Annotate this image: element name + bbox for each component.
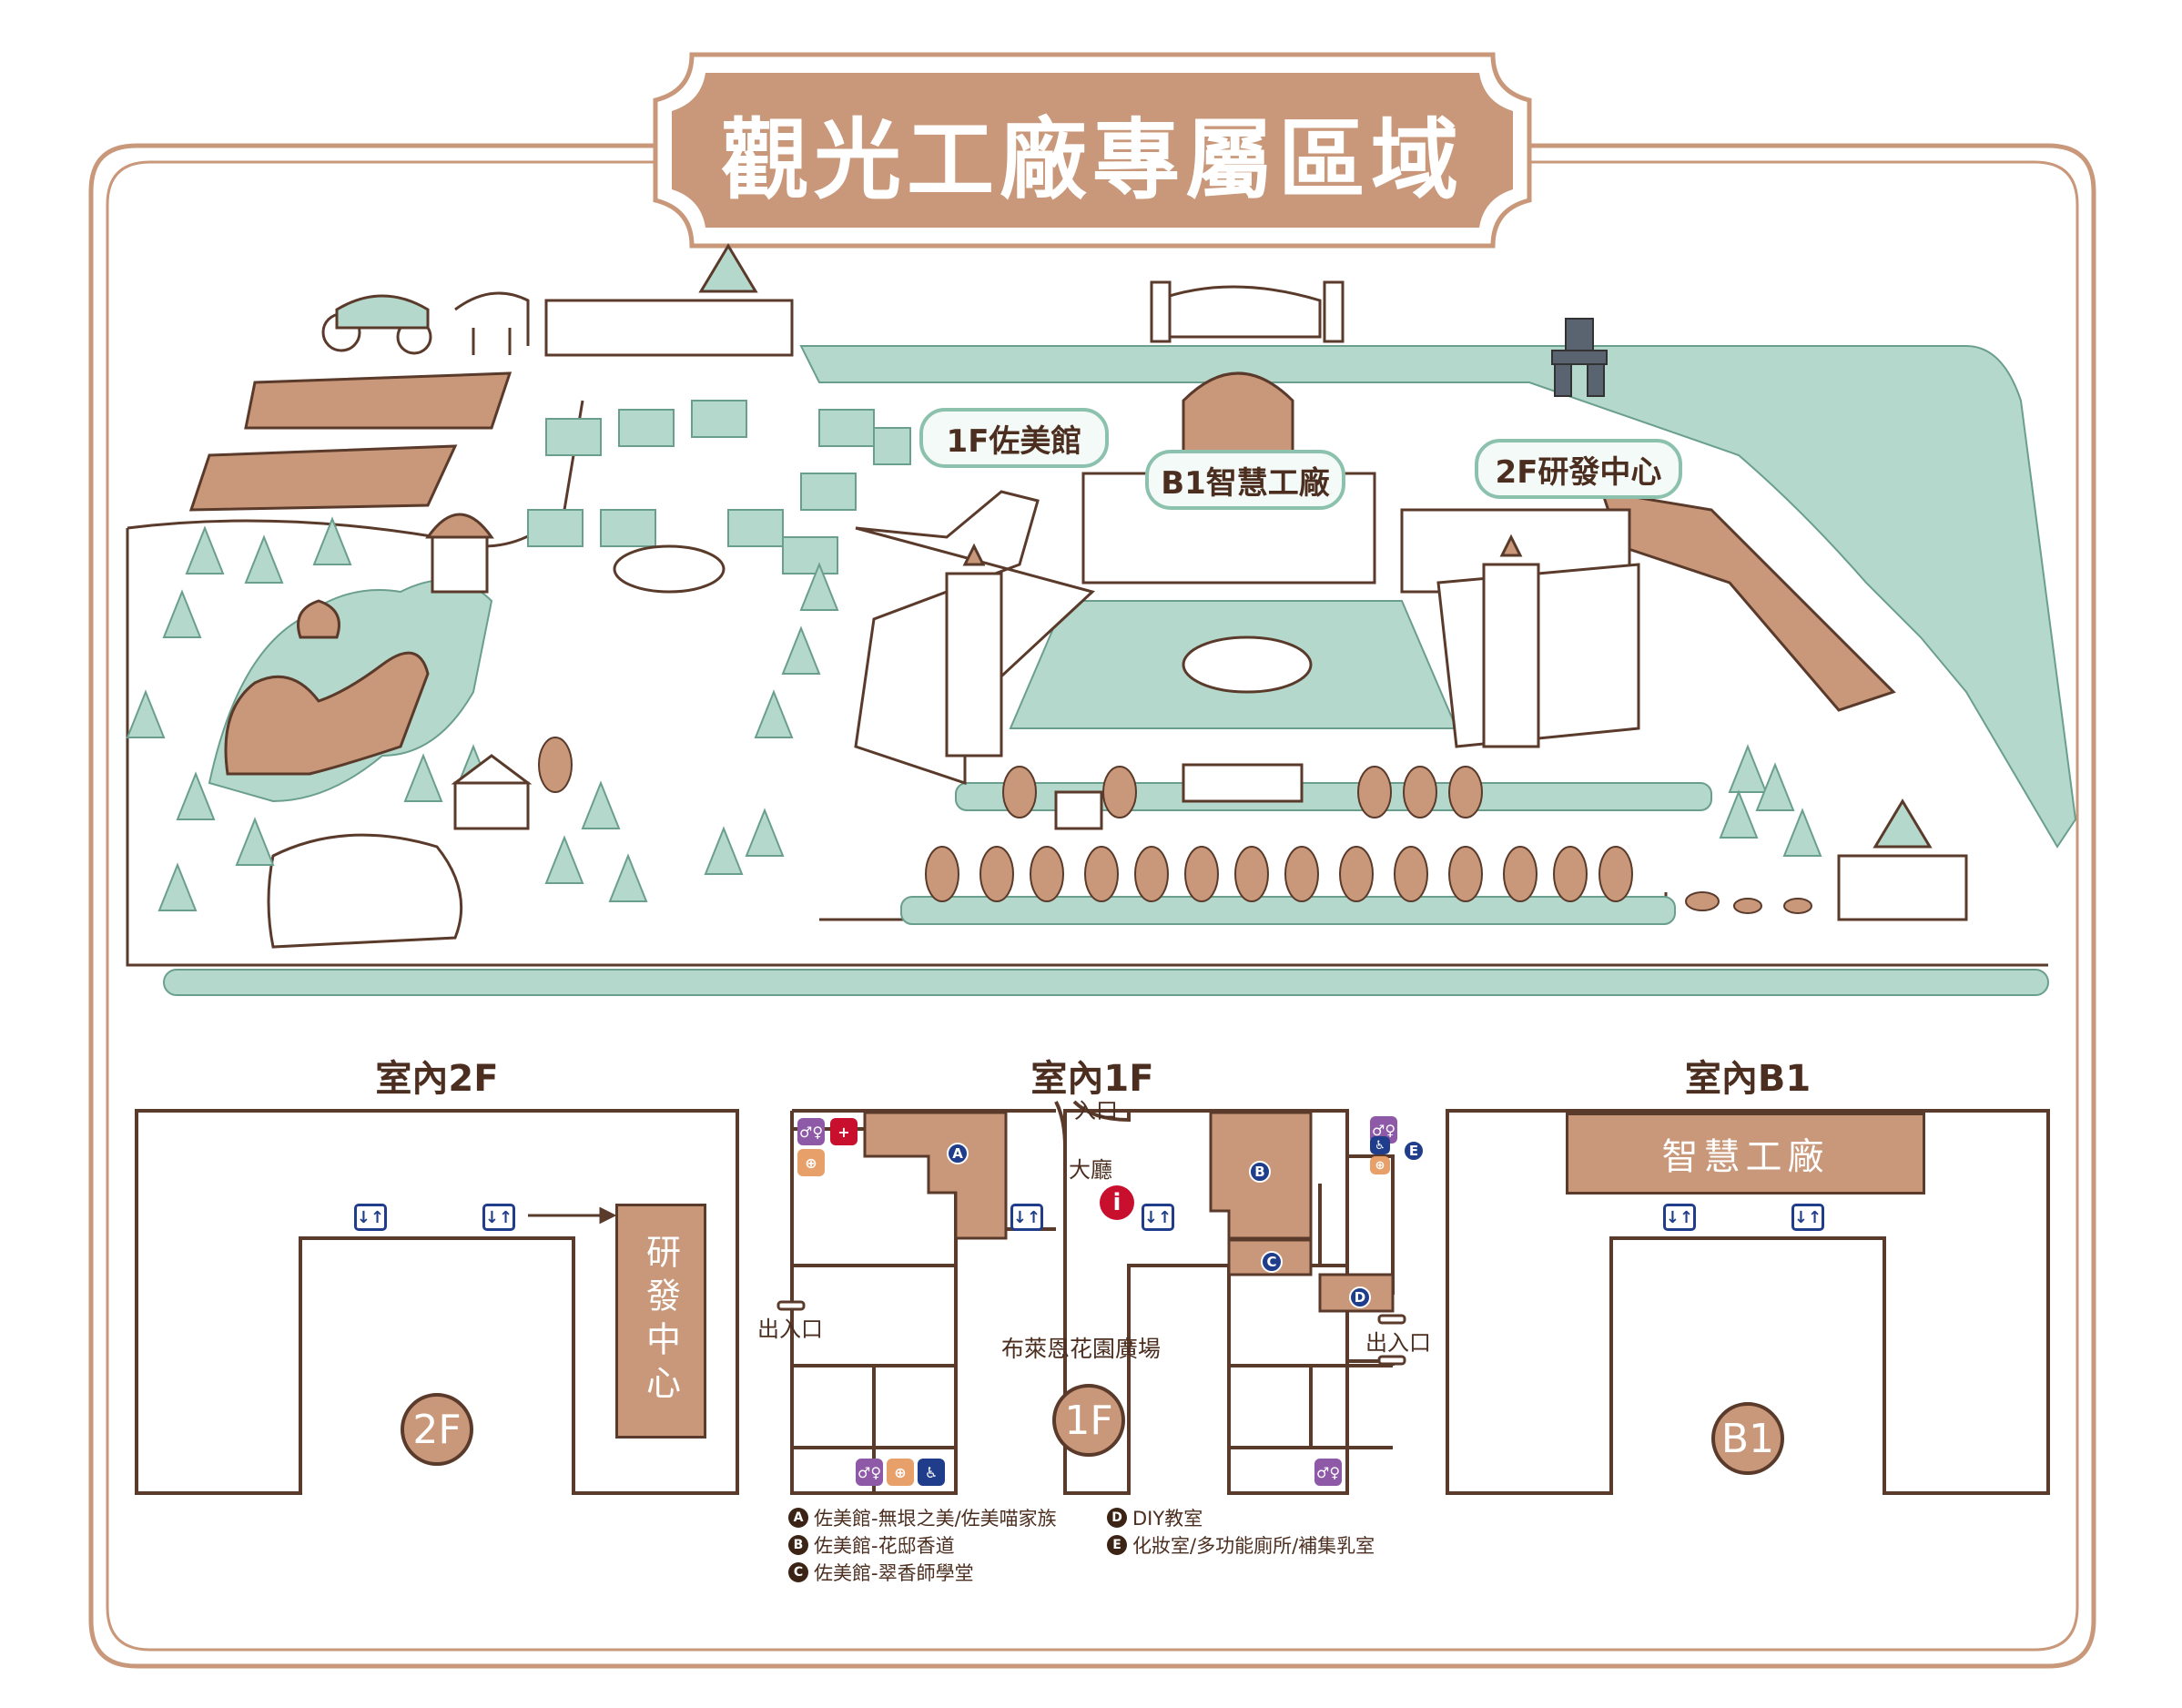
- floor-2f-title: 室內2F: [375, 1058, 499, 1100]
- marker-a[interactable]: A: [947, 1143, 969, 1164]
- decorative-frame: [88, 143, 2096, 1669]
- elevator-icon: ↓↑: [1142, 1204, 1174, 1231]
- room-rd-center[interactable]: 研發中心: [615, 1204, 706, 1439]
- title-plaque: [653, 52, 1532, 249]
- exit-left-label: 出入口: [757, 1317, 823, 1342]
- restroom-icon: ♂♀: [1370, 1116, 1397, 1144]
- legend-key: B: [788, 1535, 808, 1555]
- accessible-icon: ♿: [1370, 1136, 1390, 1154]
- hall-label: 大廳: [1069, 1157, 1112, 1183]
- callout-b1-smart-factory[interactable]: B1智慧工廠: [1145, 450, 1345, 510]
- legend-key: C: [788, 1562, 808, 1582]
- round-trees: [538, 737, 1633, 902]
- marker-b[interactable]: B: [1249, 1161, 1271, 1183]
- info-icon[interactable]: i: [1100, 1185, 1134, 1220]
- accessible-icon: ♿: [918, 1459, 945, 1486]
- floor-badge-b1: B1: [1711, 1402, 1784, 1475]
- lawns: [188, 371, 1896, 776]
- first-aid-icon: +: [830, 1118, 858, 1145]
- fountains: [613, 544, 1313, 694]
- marker-c[interactable]: C: [1261, 1251, 1283, 1273]
- nursing-room-icon: ⊕: [887, 1459, 914, 1486]
- small-buildings: [425, 243, 1968, 921]
- nursing-room-icon: ⊕: [1370, 1156, 1390, 1174]
- callout-2f-rd-center[interactable]: 2F研發中心: [1475, 439, 1682, 499]
- room-smart-factory[interactable]: 智慧工廠: [1566, 1113, 1925, 1195]
- elevator-icon: ↓↑: [482, 1204, 515, 1231]
- elevator-icon: ↓↑: [1663, 1204, 1696, 1231]
- floor-badge-1f: 1F: [1052, 1384, 1125, 1457]
- carriage-illustration: [321, 291, 530, 355]
- restroom-icon: ♂♀: [1314, 1459, 1342, 1486]
- legend-item-d: D DIY教室: [1107, 1504, 1203, 1531]
- cats: [1685, 891, 1812, 914]
- floor-b1-title: 室內B1: [1684, 1058, 1812, 1100]
- plaza-label: 布萊恩花園廣場: [1001, 1336, 1162, 1362]
- legend-text: 佐美館-花邸香道: [814, 1535, 955, 1557]
- marker-e[interactable]: E: [1403, 1140, 1425, 1162]
- elevator-icon: ↓↑: [354, 1204, 387, 1231]
- floor-badge-2f: 2F: [401, 1393, 473, 1466]
- legend-item-c: C 佐美館-翠香師學堂: [788, 1559, 974, 1586]
- nursing-room-icon: ⊕: [797, 1149, 825, 1176]
- callout-1f-museum[interactable]: 1F佐美館: [919, 408, 1109, 468]
- elevator-icon: ↓↑: [1010, 1204, 1043, 1231]
- legend-item-e: E 化妝室/多功能廁所/補集乳室: [1107, 1531, 1375, 1559]
- floor-1f-title: 室內1F: [1030, 1058, 1154, 1100]
- restroom-icon: ♂♀: [797, 1118, 825, 1145]
- legend-key: A: [788, 1508, 808, 1528]
- stone-statue: [1551, 318, 1608, 397]
- legend-item-a: A 佐美館-無垠之美/佐美喵家族: [788, 1504, 1057, 1531]
- exit-right-label: 出入口: [1365, 1330, 1431, 1356]
- legend-text: DIY教室: [1132, 1508, 1203, 1530]
- restroom-icon: ♂♀: [856, 1459, 883, 1486]
- legend-text: 佐美館-翠香師學堂: [814, 1562, 974, 1584]
- door-markers: [776, 1300, 1406, 1366]
- legend-item-b: B 佐美館-花邸香道: [788, 1531, 955, 1559]
- entrance-label: 入口: [1074, 1098, 1118, 1123]
- hedges: [163, 345, 2077, 996]
- palace-building: [854, 371, 1640, 803]
- elevator-icon: ↓↑: [1791, 1204, 1824, 1231]
- route-arrow: [528, 1206, 617, 1225]
- marker-d[interactable]: D: [1349, 1286, 1371, 1308]
- legend-key: E: [1107, 1535, 1127, 1555]
- page-title: 觀光工廠專屬區域: [721, 108, 1464, 211]
- legend-key: D: [1107, 1508, 1127, 1528]
- legend-text: 化妝室/多功能廁所/補集乳室: [1132, 1535, 1375, 1557]
- legend-text: 佐美館-無垠之美/佐美喵家族: [814, 1508, 1057, 1530]
